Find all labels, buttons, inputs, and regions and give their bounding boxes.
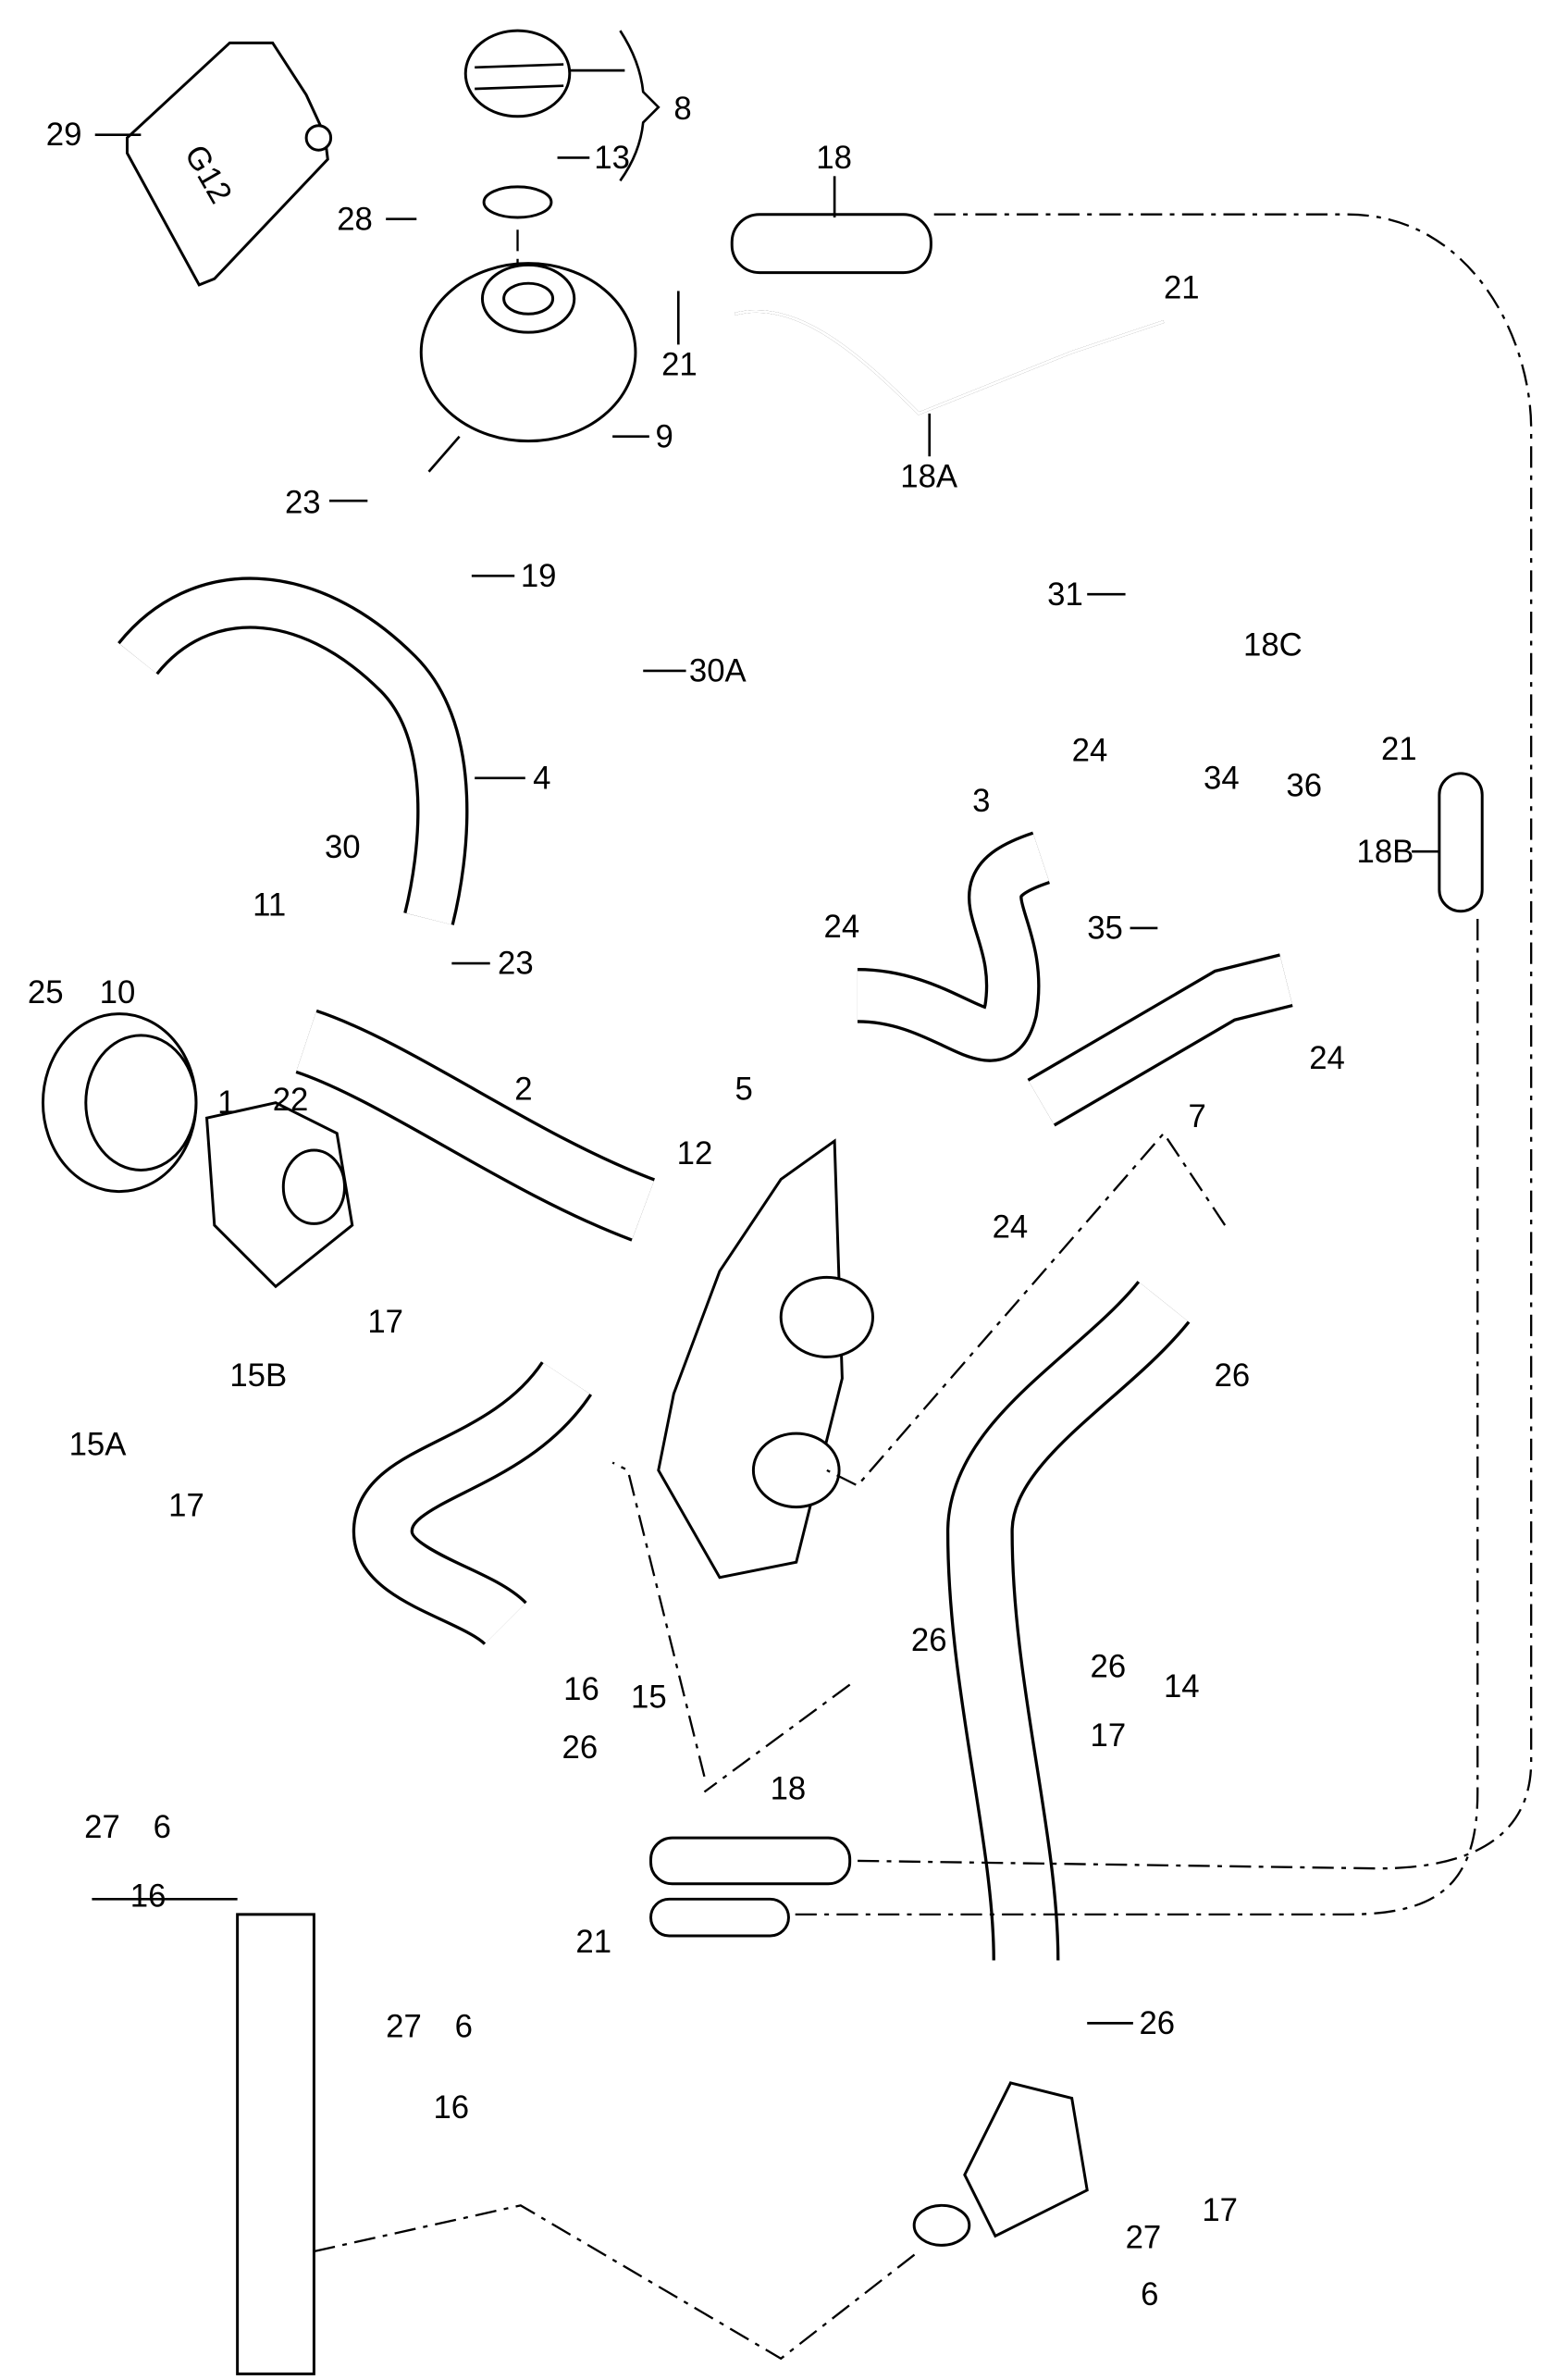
cap-part bbox=[463, 29, 572, 219]
label-35: 35 bbox=[1087, 911, 1123, 947]
label-17-a: 17 bbox=[367, 1305, 403, 1340]
label-28: 28 bbox=[337, 202, 373, 237]
label-29: 29 bbox=[46, 118, 82, 153]
label-27-b: 27 bbox=[386, 2009, 422, 2044]
label-27-c: 27 bbox=[1126, 2221, 1162, 2256]
label-15: 15 bbox=[631, 1680, 667, 1715]
part-labels: 29 8 13 28 18 21 21 9 18A 23 19 31 18C 3… bbox=[28, 30, 1439, 2312]
label-26-b: 26 bbox=[911, 1623, 947, 1658]
label-30: 30 bbox=[325, 830, 361, 865]
pulley-part bbox=[41, 1012, 198, 1194]
label-24-a: 24 bbox=[1072, 734, 1108, 769]
label-17-b: 17 bbox=[168, 1489, 204, 1524]
label-24-d: 24 bbox=[993, 1209, 1029, 1245]
label-25: 25 bbox=[28, 975, 64, 1010]
label-6-c: 6 bbox=[1141, 2277, 1158, 2312]
label-9: 9 bbox=[655, 419, 673, 454]
label-16-c: 16 bbox=[433, 2090, 469, 2126]
label-16-a: 16 bbox=[563, 1672, 599, 1707]
label-21-d: 21 bbox=[575, 1925, 611, 1960]
label-15A: 15A bbox=[69, 1427, 128, 1462]
label-26-c: 26 bbox=[562, 1730, 599, 1766]
label-31: 31 bbox=[1047, 577, 1083, 613]
label-3: 3 bbox=[972, 784, 990, 819]
label-24-b: 24 bbox=[824, 910, 860, 945]
label-18-bottom: 18 bbox=[771, 1772, 807, 1807]
label-19: 19 bbox=[521, 559, 557, 594]
label-26-bracket: 26 bbox=[1091, 1649, 1127, 1684]
label-18B: 18B bbox=[1357, 835, 1414, 870]
label-21-a: 21 bbox=[661, 347, 698, 382]
label-18-top: 18 bbox=[816, 141, 852, 176]
label-24-c: 24 bbox=[1309, 1041, 1345, 1076]
label-1: 1 bbox=[217, 1085, 235, 1121]
label-22: 22 bbox=[273, 1083, 309, 1118]
label-11: 11 bbox=[253, 888, 286, 923]
label-27-a: 27 bbox=[84, 1810, 120, 1845]
label-18A: 18A bbox=[900, 459, 958, 494]
expansion-tank-part bbox=[419, 262, 637, 473]
label-26-a: 26 bbox=[1215, 1358, 1251, 1394]
label-34: 34 bbox=[1204, 761, 1240, 796]
label-5: 5 bbox=[735, 1072, 753, 1107]
hose-18B bbox=[1438, 772, 1484, 913]
label-23-b: 23 bbox=[498, 947, 534, 982]
label-6-a: 6 bbox=[154, 1810, 171, 1845]
label-12: 12 bbox=[677, 1136, 713, 1171]
label-15B: 15B bbox=[229, 1358, 287, 1394]
label-16-b: 16 bbox=[130, 1879, 167, 1915]
label-23-a: 23 bbox=[285, 485, 321, 520]
coolant-container-part: G12 bbox=[125, 41, 333, 287]
radiator-part bbox=[92, 1897, 315, 2375]
hose-18A bbox=[735, 309, 1165, 415]
label-14: 14 bbox=[1164, 1669, 1200, 1704]
thermostat-housing-part bbox=[657, 1138, 874, 1580]
hose-18-lower bbox=[649, 1836, 852, 1886]
label-17-d: 17 bbox=[1202, 2193, 1238, 2228]
label-36: 36 bbox=[1286, 769, 1322, 804]
label-26-d: 26 bbox=[1139, 2006, 1175, 2041]
label-18C: 18C bbox=[1243, 627, 1303, 663]
label-4: 4 bbox=[533, 761, 550, 796]
label-8: 8 bbox=[673, 92, 691, 127]
label-6-b: 6 bbox=[455, 2009, 473, 2044]
label-30A: 30A bbox=[689, 654, 747, 689]
label-21-c: 21 bbox=[1381, 732, 1417, 767]
label-10: 10 bbox=[100, 975, 136, 1010]
hose-18 bbox=[730, 213, 932, 275]
label-17-c: 17 bbox=[1091, 1718, 1127, 1754]
label-13: 13 bbox=[594, 141, 630, 176]
label-21-b: 21 bbox=[1164, 271, 1200, 306]
label-7: 7 bbox=[1188, 1099, 1205, 1134]
label-2: 2 bbox=[514, 1072, 532, 1107]
coolant-pump-part bbox=[204, 1101, 354, 1289]
tee-connector-part bbox=[912, 2081, 1089, 2247]
